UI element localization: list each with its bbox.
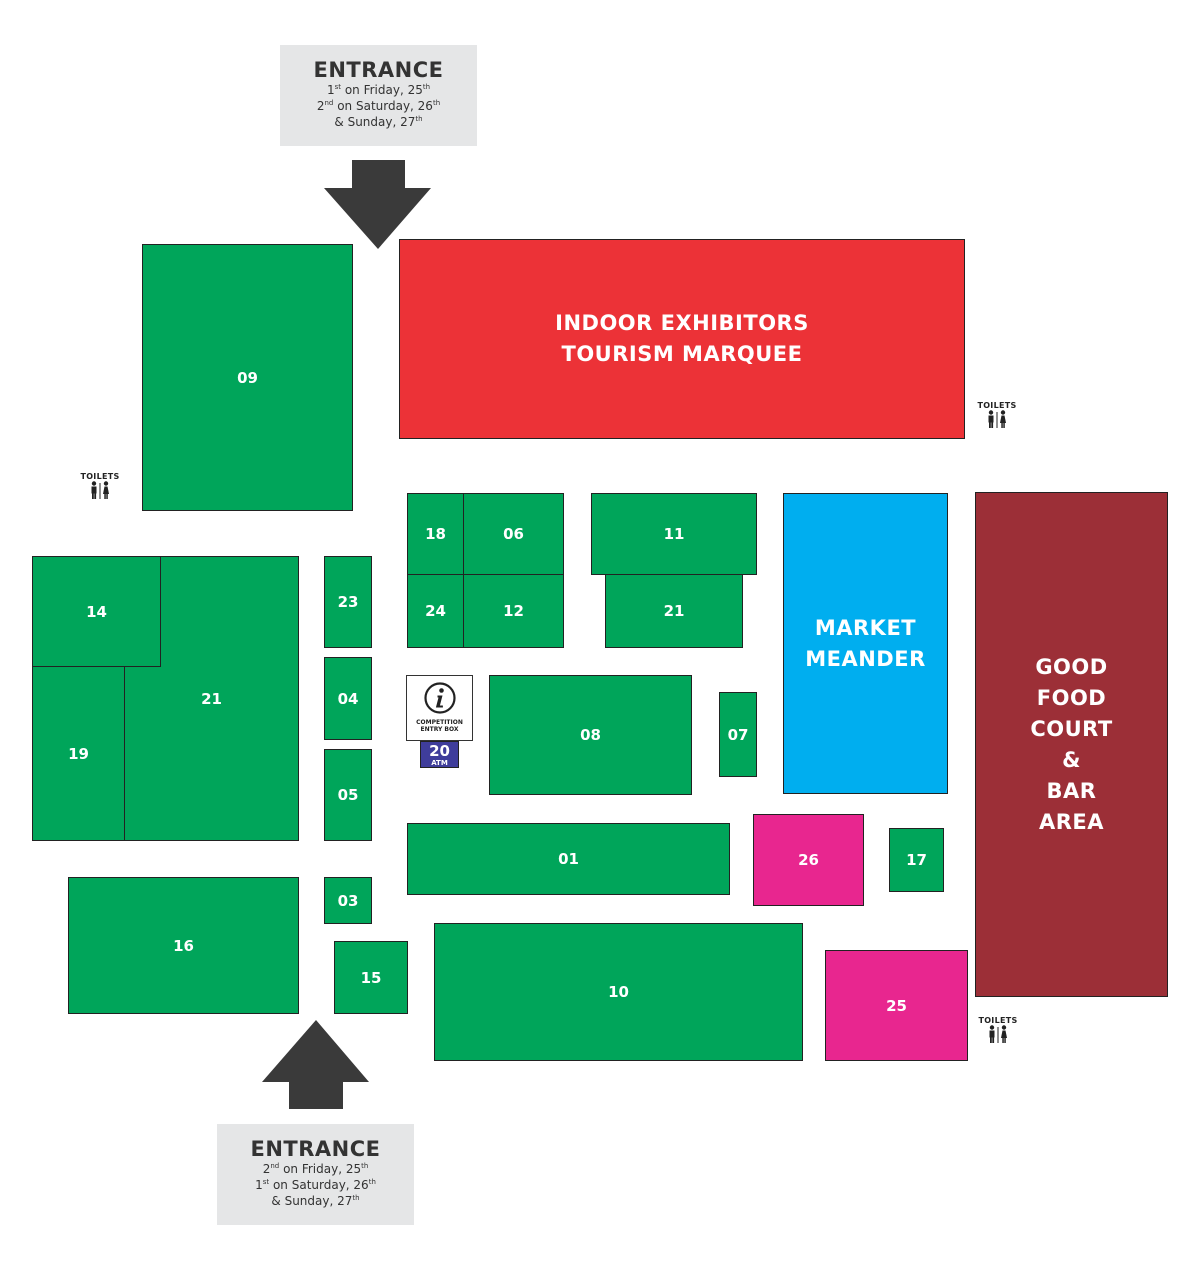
stand-18[interactable]: 18 (407, 493, 464, 575)
toilets-left: TOILETS (75, 472, 125, 503)
stand-07[interactable]: 07 (719, 692, 757, 777)
toilets-icon (988, 410, 1006, 428)
good-food-court[interactable]: GOOD FOOD COURT & BAR AREA (975, 492, 1168, 997)
entrance-bottom-panel: ENTRANCE 2nd on Friday, 25th 1st on Satu… (217, 1124, 414, 1225)
stand-12[interactable]: 12 (463, 574, 564, 648)
entrance-top-panel: ENTRANCE 1st on Friday, 25th 2nd on Satu… (280, 45, 477, 146)
stand-17[interactable]: 17 (889, 828, 944, 892)
stand-16[interactable]: 16 (68, 877, 299, 1014)
toilets-icon (91, 481, 109, 499)
atm-number: 20 (429, 742, 450, 760)
toilets-bottom-right: TOILETS (973, 1016, 1023, 1047)
market-meander-label: MARKET MEANDER (805, 615, 926, 671)
stand-09[interactable]: 09 (142, 244, 353, 511)
stand-19[interactable]: 19 (32, 666, 125, 841)
entrance-top-line-3: & Sunday, 27th (334, 115, 423, 129)
stand-14[interactable]: 14 (32, 556, 161, 667)
stand-03[interactable]: 03 (324, 877, 372, 924)
competition-entry-line-1: COMPETITION (416, 719, 463, 726)
stand-04[interactable]: 04 (324, 657, 372, 740)
stand-05[interactable]: 05 (324, 749, 372, 841)
stand-21-centre[interactable]: 21 (605, 574, 743, 648)
indoor-exhibitors-marquee[interactable]: INDOOR EXHIBITORS TOURISM MARQUEE (399, 239, 965, 439)
stand-11[interactable]: 11 (591, 493, 757, 575)
stand-23[interactable]: 23 (324, 556, 372, 648)
entrance-bottom-line-3: & Sunday, 27th (271, 1194, 360, 1208)
entrance-top-line-2: 2nd on Saturday, 26th (316, 99, 441, 113)
entrance-top-line-1: 1st on Friday, 25th (326, 83, 431, 97)
stand-15[interactable]: 15 (334, 941, 408, 1014)
entrance-bottom-title: ENTRANCE (250, 1137, 381, 1161)
atm-stand-20[interactable]: 20 ATM (420, 741, 459, 768)
info-icon (423, 682, 456, 714)
market-meander[interactable]: MARKET MEANDER (783, 493, 948, 794)
toilets-top-right: TOILETS (972, 401, 1022, 432)
competition-entry-box[interactable]: COMPETITION ENTRY BOX (406, 675, 473, 741)
stand-10[interactable]: 10 (434, 923, 803, 1061)
competition-entry-line-2: ENTRY BOX (420, 726, 459, 733)
stand-24[interactable]: 24 (407, 574, 464, 648)
good-food-court-label: GOOD FOOD COURT & BAR AREA (1030, 654, 1113, 834)
stand-26[interactable]: 26 (753, 814, 864, 906)
stand-06[interactable]: 06 (463, 493, 564, 575)
entrance-top-title: ENTRANCE (313, 58, 444, 82)
stand-01[interactable]: 01 (407, 823, 730, 895)
toilets-icon (989, 1025, 1007, 1043)
stand-25[interactable]: 25 (825, 950, 968, 1061)
entrance-top-arrow-icon (324, 160, 431, 249)
entrance-bottom-line-2: 1st on Saturday, 26th (255, 1178, 376, 1192)
atm-label: ATM (431, 759, 448, 767)
indoor-exhibitors-label: INDOOR EXHIBITORS TOURISM MARQUEE (555, 311, 809, 366)
stand-08[interactable]: 08 (489, 675, 692, 795)
entrance-bottom-arrow-icon (262, 1020, 369, 1109)
entrance-bottom-line-1: 2nd on Friday, 25th (262, 1162, 369, 1176)
